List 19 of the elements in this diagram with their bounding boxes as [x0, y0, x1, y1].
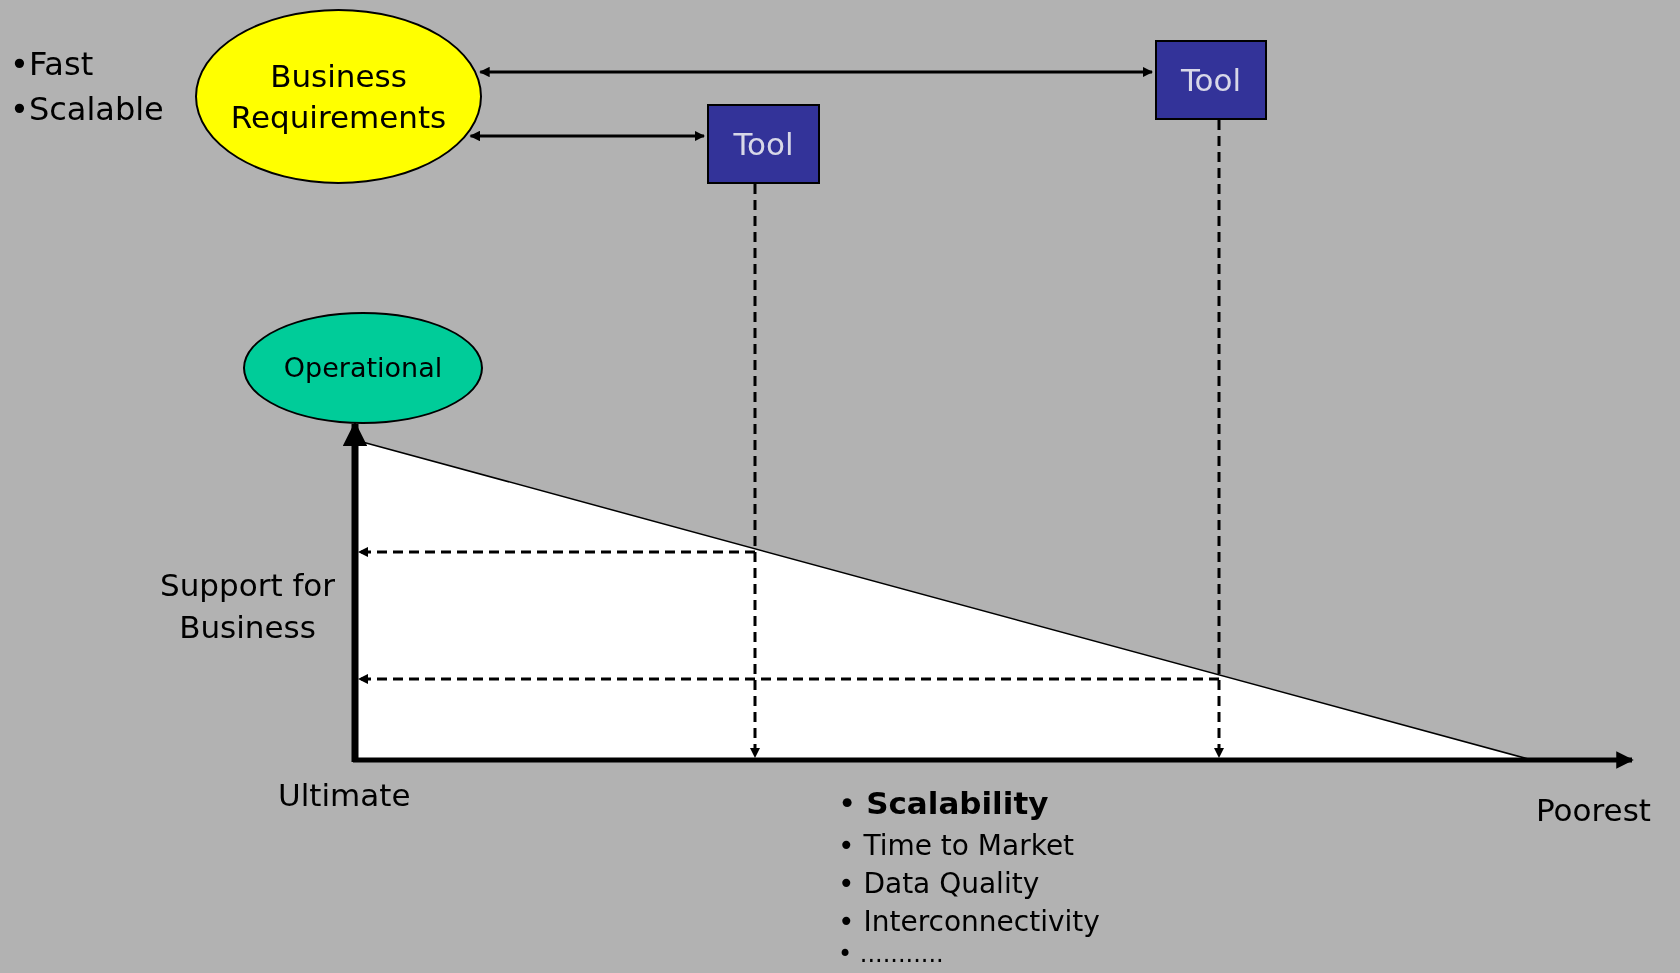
- axis-label: Support for Business: [159, 566, 336, 647]
- bullet-item: • Data Quality: [838, 866, 1041, 902]
- arrow: [342, 421, 368, 762]
- axis-label: Ultimate: [278, 776, 412, 815]
- requirements-ellipse: Business Requirements: [195, 9, 482, 184]
- arrow: [1213, 120, 1225, 759]
- bullet-item: •Scalable: [10, 89, 165, 130]
- arrow: [479, 66, 1154, 78]
- bullet-item: •Fast: [10, 44, 95, 85]
- arrow: [749, 184, 761, 759]
- arrow: [469, 130, 706, 142]
- axis-label: Poorest: [1536, 791, 1652, 830]
- bullet-item: • Interconnectivity: [838, 904, 1101, 940]
- bullet-item: • Time to Market: [838, 828, 1076, 864]
- bullet-item: • ...........: [838, 939, 945, 970]
- operational-ellipse: Operational: [243, 312, 483, 424]
- bullet-item: • Scalability: [838, 784, 1050, 823]
- tool-box: Tool: [707, 104, 820, 184]
- tool-box: Tool: [1155, 40, 1267, 120]
